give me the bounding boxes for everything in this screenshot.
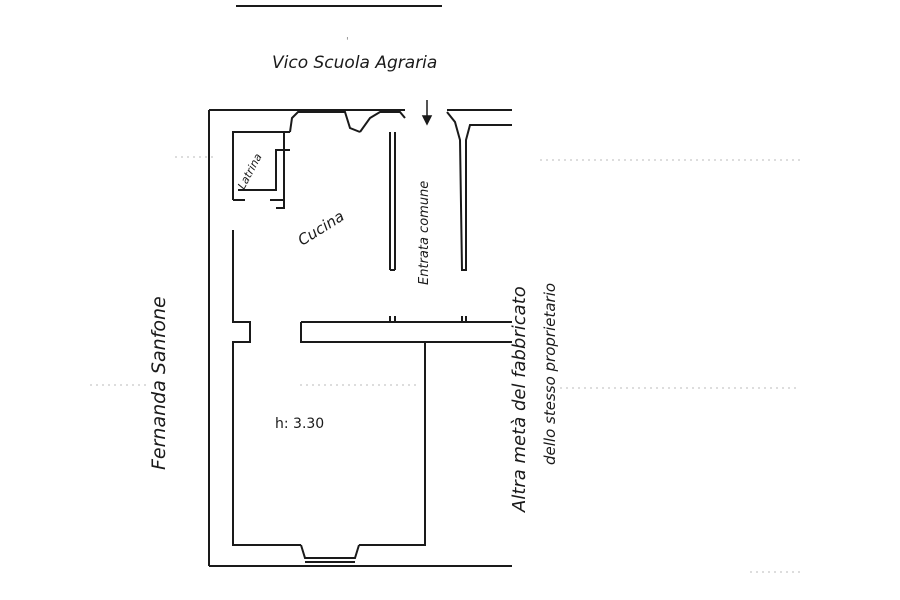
arrow-down-icon <box>421 100 433 126</box>
right-label-line1: Altra metà del fabbricato <box>509 286 530 513</box>
left-owner-label: Fernanda Sanfone <box>148 296 170 470</box>
street-label: Vico Scuola Agraria <box>272 53 437 73</box>
toilet-label: Latrina <box>235 151 265 191</box>
kitchen-label: Cucina <box>295 207 348 249</box>
common-entrance-label: Entrata comune <box>417 181 432 285</box>
height-label: h: 3.30 <box>275 416 324 432</box>
scan-marks <box>90 156 800 573</box>
right-label-line2: dello stesso proprietario <box>541 283 559 465</box>
walls <box>208 109 512 567</box>
scan-dot: ' <box>346 36 349 47</box>
